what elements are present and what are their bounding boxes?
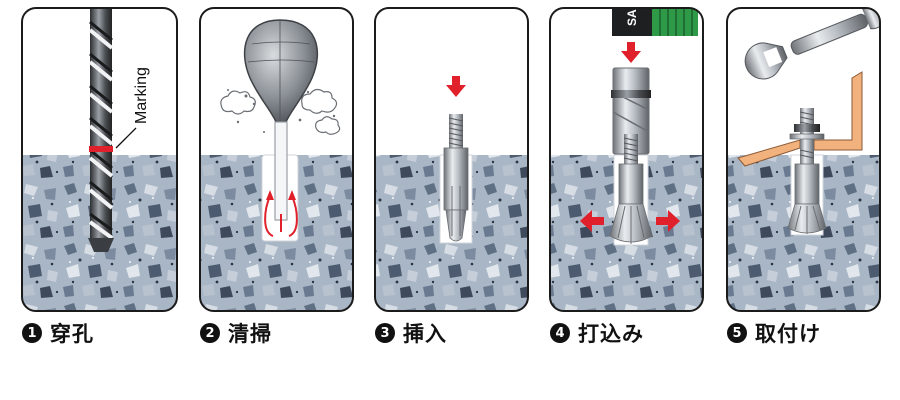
step-number: 4	[550, 323, 570, 343]
step-label: 取付け	[755, 322, 821, 346]
step-label: 打込み	[578, 322, 644, 346]
step-label: 挿入	[403, 322, 447, 346]
hammer-arrow	[621, 42, 641, 63]
step-caption-insertion: 3 挿入	[375, 318, 447, 348]
step-label: 穿孔	[50, 322, 94, 346]
panel-setting: SA	[549, 7, 704, 312]
panel-insertion	[374, 7, 529, 312]
insert-arrow	[446, 76, 466, 97]
hex-nut	[794, 124, 820, 132]
setting-tool-icon	[611, 67, 651, 155]
step-label: 清掃	[228, 322, 272, 346]
step-number: 5	[727, 323, 747, 343]
wrench-icon	[744, 8, 880, 80]
step-number: 1	[22, 323, 42, 343]
step-number: 2	[200, 323, 220, 343]
panel-drilling: Marking	[21, 7, 178, 312]
anchor-icon	[443, 114, 469, 242]
drill-bit-icon	[88, 8, 114, 252]
marking-leader-line	[115, 127, 137, 149]
mounting-bracket	[737, 71, 863, 167]
airflow-arrows	[264, 190, 298, 237]
tool-brand-text: SA	[625, 9, 639, 26]
anchor-icon	[787, 108, 827, 234]
marking-annotation: Marking	[133, 67, 150, 124]
step-caption-fastening: 5 取付け	[727, 318, 821, 348]
panel-cleaning	[199, 7, 354, 312]
depth-marking	[89, 146, 113, 152]
hammer-drill-tip: SA	[612, 8, 698, 36]
step-caption-setting: 4 打込み	[550, 318, 644, 348]
step-caption-drilling: 1 穿孔	[22, 318, 94, 348]
step-number: 3	[375, 323, 395, 343]
dust-particles	[227, 89, 336, 133]
anchor-icon	[609, 134, 653, 244]
blower-bulb-icon	[243, 19, 319, 221]
expansion-arrows	[580, 210, 680, 232]
step-caption-cleaning: 2 清掃	[200, 318, 272, 348]
washer	[789, 133, 825, 140]
panel-fastening	[726, 7, 881, 312]
